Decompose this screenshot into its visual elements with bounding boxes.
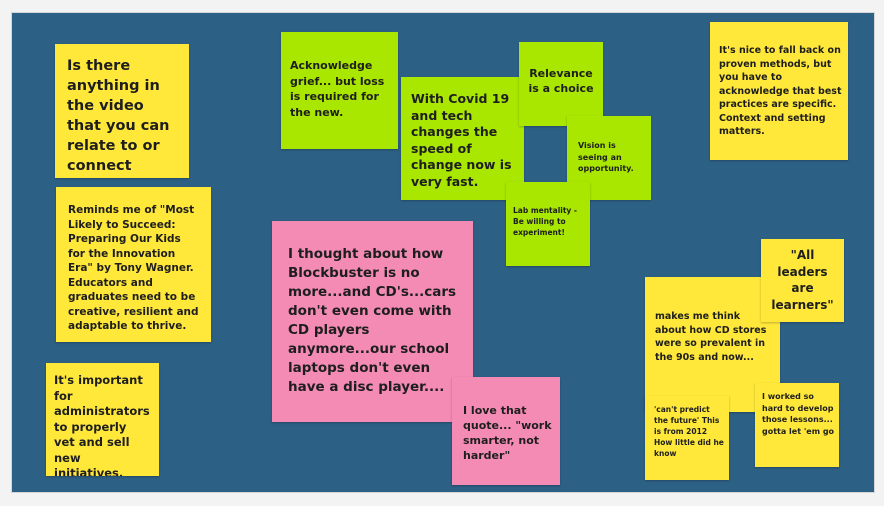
sticky-note-work-smarter[interactable]: I love that quote... "work smarter, not …	[452, 377, 560, 485]
sticky-note-question[interactable]: Is there anything in the video that you …	[55, 44, 189, 178]
sticky-note-text: With Covid 19 and tech changes the speed…	[411, 91, 512, 189]
sticky-note-acknowledge-grief[interactable]: Acknowledge grief... but loss is require…	[281, 32, 398, 149]
sticky-note-covid-19[interactable]: With Covid 19 and tech changes the speed…	[401, 77, 524, 200]
sticky-note-text: "All leaders are learners"	[771, 248, 834, 312]
sticky-note-text: I thought about how Blockbuster is no mo…	[288, 246, 457, 395]
sticky-note-text: It's nice to fall back on proven methods…	[719, 45, 842, 137]
sticky-note-proven-methods[interactable]: It's nice to fall back on proven methods…	[710, 22, 848, 160]
sticky-note-text: Lab mentality - Be willing to experiment…	[513, 206, 578, 237]
sticky-note-text: Acknowledge grief... but loss is require…	[290, 59, 385, 119]
sticky-note-text: Reminds me of "Most Likely to Succeed: P…	[68, 204, 199, 332]
sticky-note-administrators[interactable]: It's important for administrators to pro…	[46, 363, 159, 476]
sticky-note-text: Is there anything in the video that you …	[67, 58, 170, 174]
sticky-note-text: Relevance is a choice	[528, 67, 594, 95]
sticky-note-text: makes me think about how CD stores were …	[655, 311, 767, 363]
sticky-note-all-leaders[interactable]: "All leaders are learners"	[761, 239, 844, 322]
sticky-note-predict-future[interactable]: 'can't predict the future' This is from …	[645, 396, 729, 480]
sticky-note-blockbuster[interactable]: I thought about how Blockbuster is no mo…	[272, 221, 473, 422]
sticky-note-text: It's important for administrators to pro…	[54, 373, 150, 476]
sticky-note-text: I love that quote... "work smarter, not …	[463, 404, 552, 462]
sticky-note-most-likely[interactable]: Reminds me of "Most Likely to Succeed: P…	[56, 187, 211, 342]
sticky-note-worked-hard[interactable]: I worked so hard to develop those lesson…	[755, 383, 839, 467]
sticky-note-lab-mentality[interactable]: Lab mentality - Be willing to experiment…	[506, 182, 590, 266]
sticky-note-text: I worked so hard to develop those lesson…	[762, 392, 835, 436]
sticky-note-text: 'can't predict the future' This is from …	[654, 405, 727, 458]
sticky-note-text: Vision is seeing an opportunity.	[578, 141, 634, 173]
sticky-board[interactable]: Is there anything in the video that you …	[11, 12, 875, 493]
sticky-note-relevance[interactable]: Relevance is a choice	[519, 42, 603, 126]
